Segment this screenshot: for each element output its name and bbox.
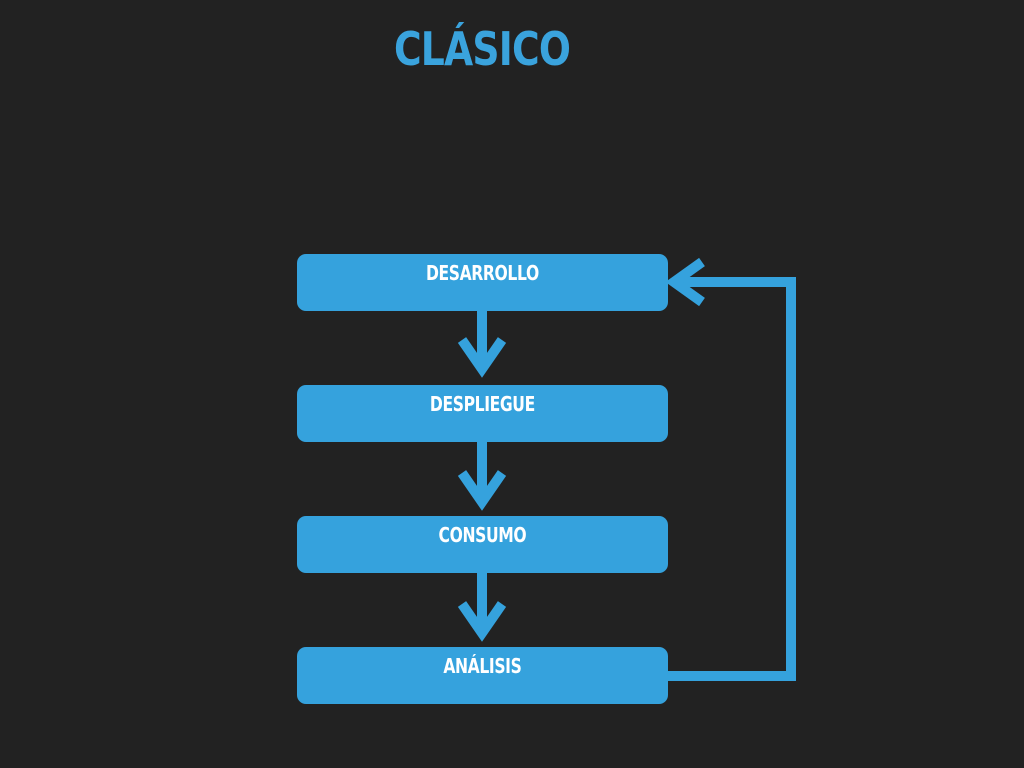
step-box-desarrollo: DESARROLLO: [297, 254, 668, 311]
step-label: DESARROLLO: [425, 261, 539, 285]
step-box-consumo: CONSUMO: [297, 516, 668, 573]
arrow-down-2: [457, 442, 507, 511]
step-label: DESPLIEGUE: [429, 392, 535, 416]
arrow-down-3: [457, 573, 507, 642]
step-box-despliegue: DESPLIEGUE: [297, 385, 668, 442]
step-label: ANÁLISIS: [443, 654, 522, 678]
slide-title: CLÁSICO: [393, 22, 571, 76]
step-label: CONSUMO: [438, 523, 527, 547]
step-box-analisis: ANÁLISIS: [297, 647, 668, 704]
arrow-loop-back: [665, 257, 796, 681]
arrow-down-1: [457, 311, 507, 378]
